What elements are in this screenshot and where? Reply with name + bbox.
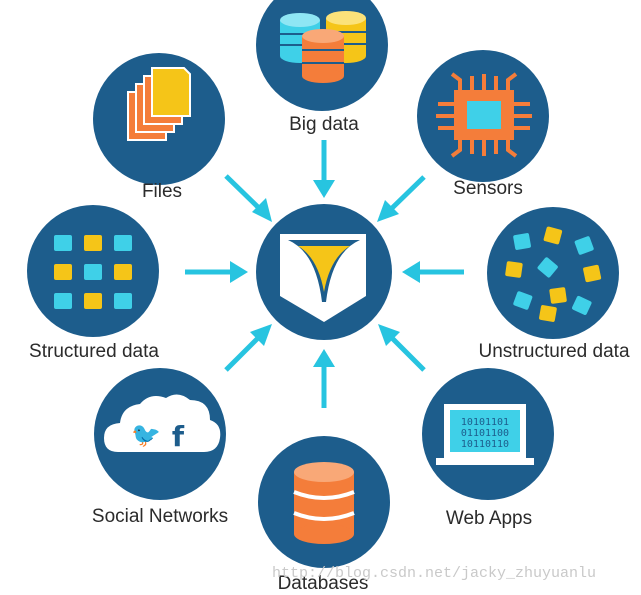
arrow-from-sensors: [377, 175, 426, 222]
facebook-icon: f: [172, 420, 185, 453]
arrow-from-structured-data: [185, 261, 248, 283]
watermark: http://blog.csdn.net/jacky_zhuyuanlu: [272, 565, 597, 582]
node-web-apps: 10101101 01101100 10110110: [422, 368, 554, 500]
label-structured-data: Structured data: [29, 341, 159, 362]
scattered-squares-icon: [505, 226, 602, 322]
label-web-apps: Web Apps: [445, 508, 533, 529]
binary-line-1: 10101101: [461, 417, 509, 428]
label-files: Files: [141, 181, 183, 202]
binary-line-2: 01101100: [461, 428, 509, 439]
node-structured-data: [27, 205, 159, 337]
node-big-data: [256, 0, 388, 111]
arrow-from-unstructured-data: [402, 261, 464, 283]
node-sensors: [417, 50, 549, 182]
arrow-from-web-apps: [378, 324, 426, 372]
laptop-binary-icon: 10101101 01101100 10110110: [436, 404, 534, 465]
files-icon: [127, 67, 191, 141]
center-hub: [256, 204, 392, 340]
stacked-databases-icon: [280, 11, 366, 83]
label-big-data: Big data: [289, 114, 359, 135]
arrows: [185, 140, 464, 408]
label-sensors: Sensors: [453, 178, 523, 199]
node-social-networks: 🐦 f: [94, 368, 226, 500]
node-unstructured-data: [487, 207, 619, 339]
arrow-from-files: [224, 174, 272, 222]
node-files: [93, 53, 225, 185]
database-icon: [293, 462, 355, 544]
twitter-icon: 🐦: [131, 421, 161, 449]
arrow-from-big-data: [313, 140, 335, 198]
arrow-from-databases: [313, 349, 335, 408]
chip-icon: [436, 72, 532, 158]
label-social-networks: Social Networks: [91, 506, 229, 527]
label-unstructured-data: Unstructured data: [478, 341, 630, 362]
node-databases: [258, 436, 390, 568]
arrow-from-social-networks: [224, 324, 272, 372]
binary-line-3: 10110110: [461, 439, 509, 450]
grid-squares-icon: [54, 235, 132, 309]
label-databases: Databases: [277, 573, 369, 594]
data-cube-logo: [280, 234, 366, 322]
cloud-social-icon: 🐦 f: [104, 394, 221, 453]
